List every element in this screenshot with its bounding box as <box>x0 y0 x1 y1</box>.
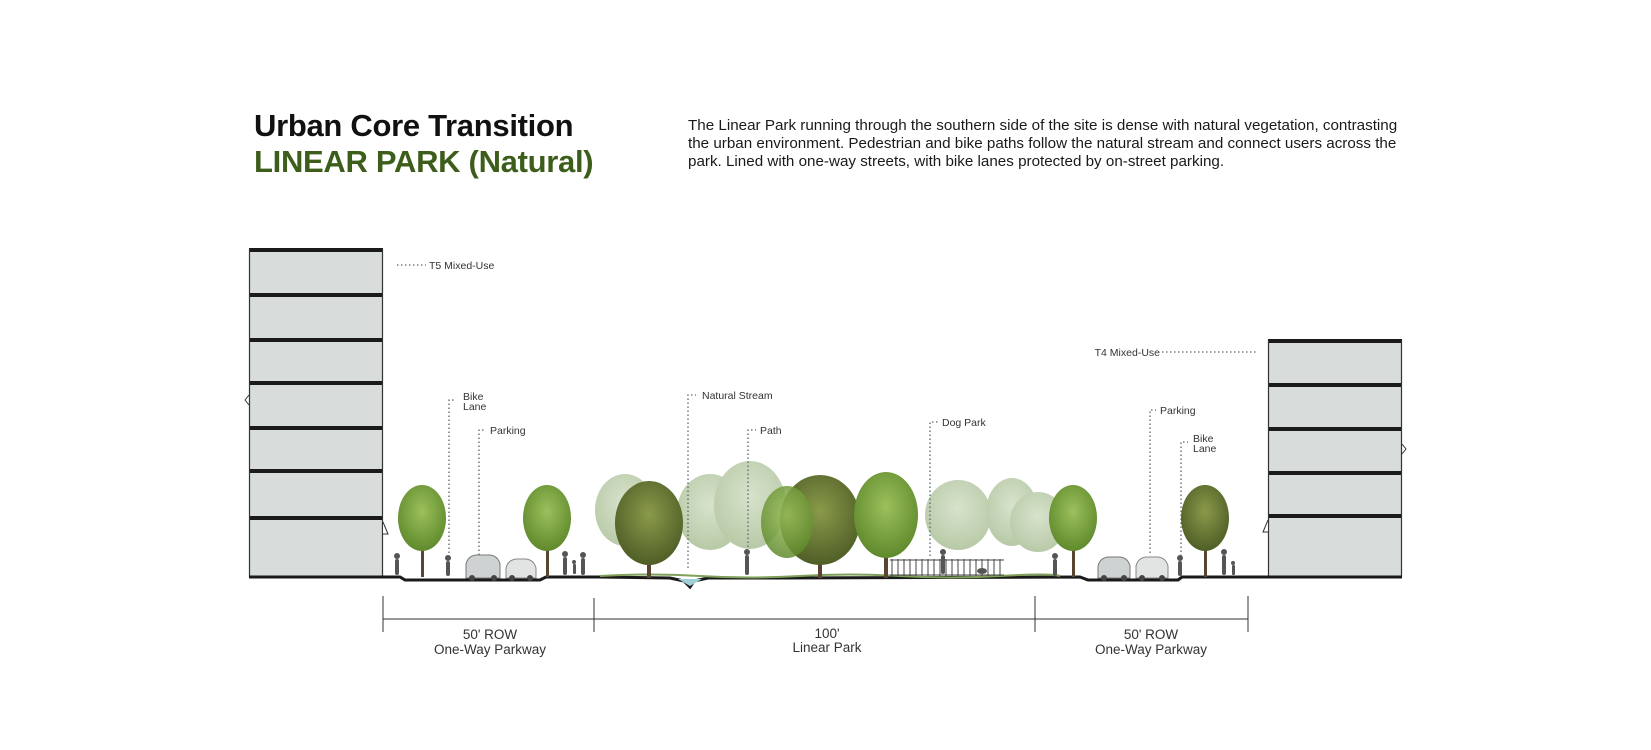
label-natural-stream: Natural Stream <box>702 390 773 402</box>
label-bike-lane-right-1: Bike <box>1193 433 1214 445</box>
car-left-2 <box>505 558 537 581</box>
tree-park-3 <box>854 472 918 578</box>
tree-left-1 <box>398 485 446 577</box>
dim-right-name: One-Way Parkway <box>1095 642 1207 657</box>
label-parking-right: Parking <box>1160 405 1196 417</box>
label-t4-mixed-use: T4 Mixed-Use <box>1095 347 1161 359</box>
dim-left-value: 50' ROW <box>463 627 518 642</box>
tree-right-2 <box>1181 485 1229 577</box>
callout-leaders <box>397 264 1258 568</box>
tree-park-1 <box>615 481 683 578</box>
label-t5-mixed-use: T5 Mixed-Use <box>429 260 495 272</box>
car-left-1 <box>465 554 501 581</box>
page-title: Urban Core Transition <box>254 108 574 143</box>
dim-left-name: One-Way Parkway <box>434 642 546 657</box>
label-bike-lane-right-2: Lane <box>1193 443 1217 455</box>
dimension-lines <box>382 596 1249 632</box>
dim-right-value: 50' ROW <box>1124 627 1179 642</box>
tree-left-2 <box>523 485 571 577</box>
car-right-2 <box>1135 556 1169 581</box>
right-building <box>1262 339 1407 577</box>
label-bike-lane-left-1: Bike <box>463 391 484 403</box>
car-right-1 <box>1097 556 1131 581</box>
page-subtitle: LINEAR PARK (Natural) <box>254 144 594 179</box>
dim-center-name: Linear Park <box>792 640 861 655</box>
tree-park-4 <box>761 486 813 558</box>
label-path: Path <box>760 425 782 437</box>
people-silhouettes <box>394 549 1235 576</box>
dog-park-fence <box>890 559 1004 576</box>
dim-center-value: 100' <box>814 626 839 641</box>
description-text: The Linear Park running through the sout… <box>688 117 1398 170</box>
tree-right-1 <box>1049 485 1097 577</box>
label-bike-lane-left-2: Lane <box>463 401 487 413</box>
left-building <box>244 248 389 577</box>
label-parking-left: Parking <box>490 425 526 437</box>
label-dog-park: Dog Park <box>942 417 987 429</box>
